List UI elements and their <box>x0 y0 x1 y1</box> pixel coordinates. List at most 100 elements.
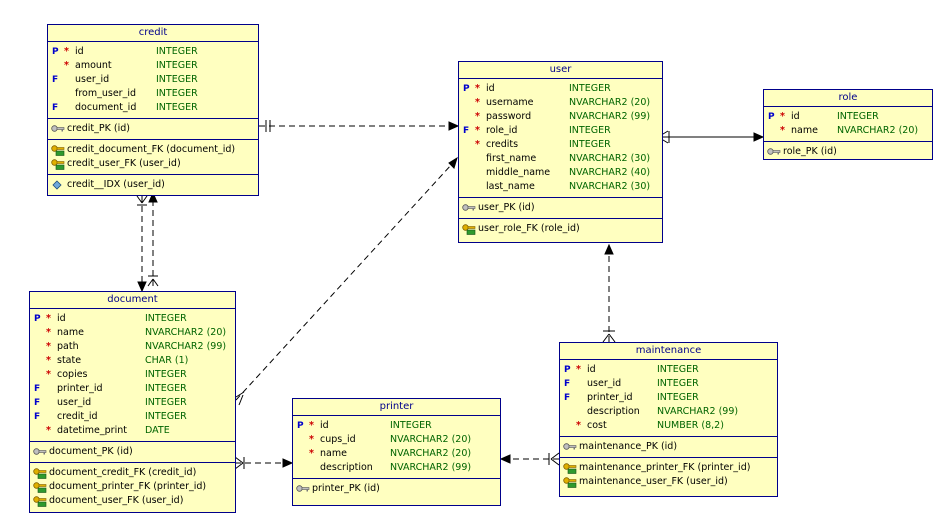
mandatory-flag: * <box>46 355 51 366</box>
key-flag: F <box>52 103 59 113</box>
column-type: NVARCHAR2 (20) <box>569 97 651 108</box>
primary-key-list: maintenance_PK (id) <box>560 437 777 458</box>
column-name: user_id <box>75 74 110 85</box>
primary-key-list: credit_PK (id) <box>48 119 258 140</box>
index-row[interactable]: credit__IDX (user_id) <box>48 178 258 192</box>
primary-key-icon <box>462 203 476 217</box>
foreign-key-row[interactable]: credit_user_FK (user_id) <box>48 157 258 171</box>
column-type: NVARCHAR2 (40) <box>569 167 651 178</box>
column-type: NVARCHAR2 (20) <box>390 448 472 459</box>
foreign-key-icon <box>33 468 47 484</box>
foreign-key-row[interactable]: credit_document_FK (document_id) <box>48 143 258 157</box>
relation-document-credit[interactable] <box>136 191 159 293</box>
mandatory-flag: * <box>475 139 480 150</box>
table-title: credit <box>48 25 258 42</box>
primary-key-row[interactable]: maintenance_PK (id) <box>560 440 777 454</box>
foreign-key-row[interactable]: user_role_FK (role_id) <box>459 222 662 236</box>
key-flag: F <box>34 398 41 408</box>
foreign-key-row[interactable]: document_printer_FK (printer_id) <box>30 480 235 494</box>
foreign-key-icon <box>33 496 47 512</box>
key-label: document_PK (id) <box>49 446 133 457</box>
column-type: INTEGER <box>837 111 879 122</box>
mandatory-flag: * <box>475 111 480 122</box>
column-name: copies <box>57 369 88 380</box>
primary-key-icon <box>767 147 781 161</box>
foreign-key-row[interactable]: maintenance_user_FK (user_id) <box>560 475 777 489</box>
column-name: first_name <box>486 153 537 164</box>
relation-maintenance-user[interactable] <box>602 243 616 343</box>
primary-key-row[interactable]: credit_PK (id) <box>48 122 258 136</box>
relation-user-role[interactable] <box>657 130 765 144</box>
relation-maintenance-printer[interactable] <box>499 452 560 466</box>
column-name: from_user_id <box>75 88 136 99</box>
table-title: printer <box>293 399 500 416</box>
column-type: NVARCHAR2 (99) <box>657 406 739 417</box>
relation-document-printer[interactable] <box>234 456 294 470</box>
key-flag: F <box>463 126 470 136</box>
column-name: middle_name <box>486 167 551 178</box>
column-type: NVARCHAR2 (99) <box>390 462 472 473</box>
column-name: user_id <box>587 378 622 389</box>
relation-credit-user[interactable] <box>259 120 460 132</box>
key-flag: P <box>463 84 470 94</box>
foreign-key-row[interactable]: maintenance_printer_FK (printer_id) <box>560 461 777 475</box>
foreign-key-list: user_role_FK (role_id) <box>459 219 662 239</box>
column-row[interactable]: middle_name NVARCHAR2 (40) <box>459 166 662 180</box>
mandatory-flag: * <box>475 125 480 136</box>
primary-key-row[interactable]: document_PK (id) <box>30 445 235 459</box>
foreign-key-row[interactable]: document_user_FK (user_id) <box>30 494 235 508</box>
key-flag: P <box>52 47 59 57</box>
index-icon <box>51 180 65 195</box>
column-type: NVARCHAR2 (20) <box>837 125 919 136</box>
primary-key-row[interactable]: printer_PK (id) <box>293 482 500 496</box>
foreign-key-row[interactable]: document_credit_FK (credit_id) <box>30 466 235 480</box>
primary-key-list: user_PK (id) <box>459 198 662 219</box>
column-type: NVARCHAR2 (99) <box>569 111 651 122</box>
column-name: id <box>486 83 495 94</box>
relation-document-user[interactable] <box>235 156 458 406</box>
column-name: name <box>57 327 84 338</box>
primary-key-row[interactable]: role_PK (id) <box>764 145 932 159</box>
primary-key-row[interactable]: user_PK (id) <box>459 201 662 215</box>
